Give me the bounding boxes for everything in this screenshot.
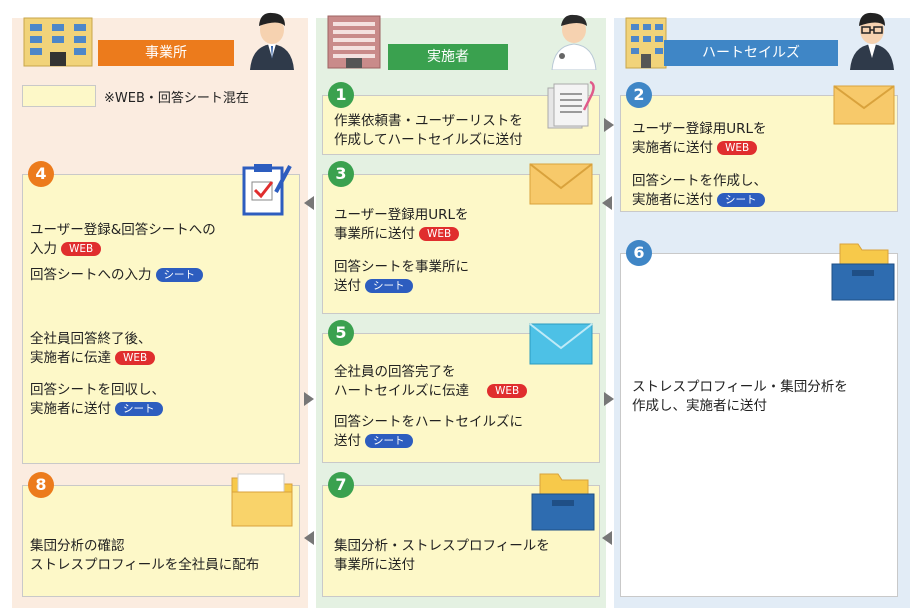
clipboard-check-icon: [242, 164, 292, 216]
arrow-left: [602, 531, 612, 545]
step-2-line-4: 実施者に送付: [632, 192, 713, 208]
step-4-line-3-row: 回答シートへの入力シート: [30, 266, 203, 285]
step-2-line-2-row: 実施者に送付 WEB: [632, 139, 758, 158]
sheet-badge: シート: [155, 268, 203, 282]
step-5-line-4: 送付: [334, 433, 361, 449]
hospital-building-icon: [327, 15, 381, 69]
step-5-line-4-row: 送付シート: [334, 432, 413, 451]
sheet-badge: シート: [365, 434, 413, 448]
office-header: 事業所: [98, 40, 234, 66]
step-3-line-1: ユーザー登録用URLを: [334, 207, 469, 223]
web-badge: WEB: [419, 227, 460, 241]
step-3-line-3: 回答シートを事業所に: [334, 259, 469, 275]
businessman-icon: [250, 12, 294, 70]
step-3-line-2-row: 事業所に送付 WEB: [334, 225, 460, 244]
step-3-line-2: 事業所に送付: [334, 226, 415, 242]
step-2-line-3: 回答シートを作成し、: [632, 173, 767, 189]
arrow-right: [604, 392, 614, 406]
step-2-line-4-row: 実施者に送付シート: [632, 191, 765, 210]
web-badge: WEB: [61, 242, 102, 256]
step-6-number: 6: [626, 240, 652, 266]
file-box-icon: [831, 243, 895, 301]
web-badge: WEB: [487, 384, 528, 398]
step-7-line-1: 集団分析・ストレスプロフィールを: [334, 538, 550, 554]
step-2-line-1: ユーザー登録用URLを: [632, 121, 767, 137]
step-6-box: [620, 253, 898, 597]
step-6-line-2: 作成し、実施者に送付: [632, 398, 767, 414]
envelope-icon: [529, 163, 593, 205]
arrow-left: [304, 531, 314, 545]
step-4-number: 4: [28, 161, 54, 187]
step-1-line-2: 作成してハートセイルズに送付: [334, 132, 523, 148]
step-5-number: 5: [328, 320, 354, 346]
step-4-line-2-row: 入力 WEB: [30, 240, 102, 259]
sheet-badge: シート: [365, 279, 413, 293]
step-1-number: 1: [328, 82, 354, 108]
sheet-badge: シート: [115, 402, 163, 416]
office-building-icon: [23, 17, 93, 67]
step-6-line-1: ストレスプロフィール・集団分析を: [632, 379, 848, 395]
web-badge: WEB: [717, 141, 758, 155]
heart-sales-header: ハートセイルズ: [664, 40, 838, 66]
legend-swatch: [22, 85, 96, 107]
step-3-line-4-row: 送付シート: [334, 277, 413, 296]
step-4-box: [22, 174, 300, 464]
envelope-icon: [833, 85, 895, 125]
step-7-line-2: 事業所に送付: [334, 557, 415, 573]
step-2-line-2: 実施者に送付: [632, 140, 713, 156]
nurse-icon: [551, 14, 597, 70]
step-4-line-5-row: 実施者に伝達 WEB: [30, 349, 156, 368]
company-building-icon: [625, 17, 667, 69]
step-1-line-1: 作業依頼書・ユーザーリストを: [334, 113, 523, 129]
implementer-header: 実施者: [388, 44, 508, 70]
web-badge: WEB: [115, 351, 156, 365]
step-8-line-1: 集団分析の確認: [30, 538, 125, 554]
step-5-line-1: 全社員の回答完了を: [334, 364, 456, 380]
mail-icon: [529, 323, 593, 365]
arrow-left: [602, 196, 612, 210]
man-glasses-icon: [850, 12, 894, 70]
sheet-badge: シート: [717, 193, 765, 207]
step-5-line-2-row: ハートセイルズに伝達 WEB: [334, 382, 528, 401]
step-3-number: 3: [328, 161, 354, 187]
step-8-number: 8: [28, 472, 54, 498]
step-4-line-5: 実施者に伝達: [30, 350, 111, 366]
step-8-line-2: ストレスプロフィールを全社員に配布: [30, 557, 260, 573]
step-4-line-3: 回答シートへの入力: [30, 267, 152, 283]
step-4-line-1: ユーザー登録&回答シートへの: [30, 222, 216, 238]
file-box-icon: [531, 473, 595, 531]
documents-clip-icon: [547, 80, 595, 129]
step-4-line-2: 入力: [30, 241, 57, 257]
step-4-line-7: 実施者に送付: [30, 401, 111, 417]
step-7-number: 7: [328, 472, 354, 498]
arrow-left: [304, 196, 314, 210]
step-4-line-4: 全社員回答終了後、: [30, 331, 152, 347]
step-5-line-3: 回答シートをハートセイルズに: [334, 414, 523, 430]
step-5-line-2: ハートセイルズに伝達: [334, 383, 469, 399]
arrow-right: [604, 118, 614, 132]
legend-text: ※WEB・回答シート混在: [104, 91, 249, 106]
step-2-number: 2: [626, 82, 652, 108]
step-3-line-4: 送付: [334, 278, 361, 294]
step-4-line-6: 回答シートを回収し、: [30, 382, 165, 398]
arrow-right: [304, 392, 314, 406]
folder-icon: [231, 473, 293, 527]
step-4-line-7-row: 実施者に送付シート: [30, 400, 163, 419]
